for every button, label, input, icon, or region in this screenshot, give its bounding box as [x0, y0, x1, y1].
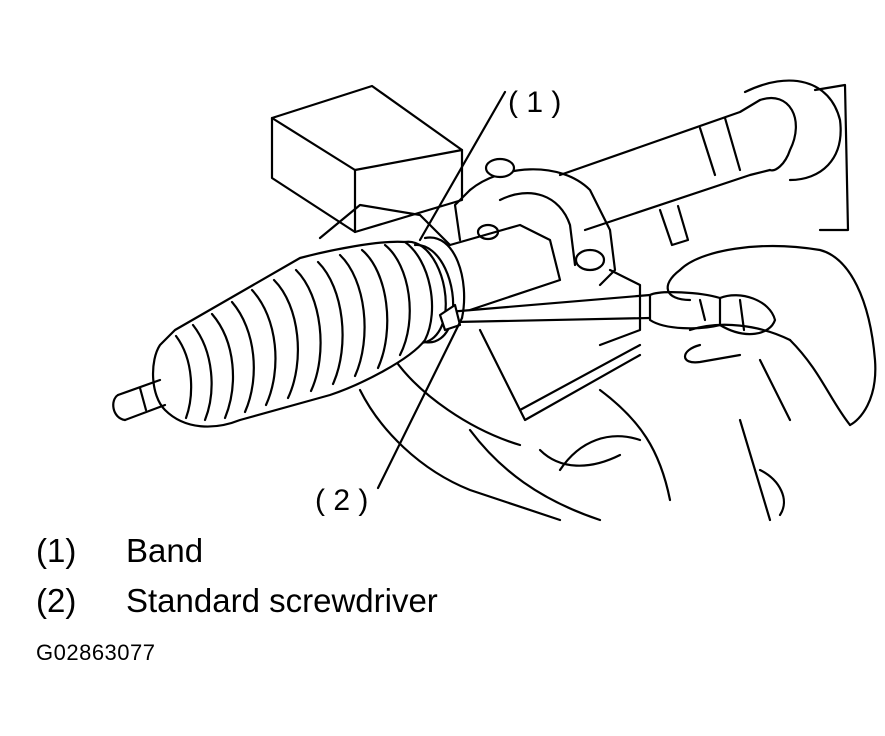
callout-1-label: ( 1 ) — [508, 86, 561, 119]
standard-screwdriver-part — [438, 291, 777, 336]
legend-label: Band — [126, 532, 204, 569]
legend-number: (1) — [36, 532, 77, 569]
callout-1-leader — [418, 90, 507, 242]
rack-housing — [270, 84, 464, 247]
rack-tube — [558, 79, 850, 247]
callout-2-leader — [376, 316, 464, 490]
hand — [666, 245, 877, 517]
bellows-boot — [151, 240, 434, 428]
steering-rack-boot-illustration: ( 1 ) ( 2 ) — [112, 79, 877, 522]
mounting-clamp — [453, 157, 642, 347]
legend-label: Standard screwdriver — [126, 582, 438, 619]
crossmember-frame — [358, 328, 772, 522]
tie-rod — [112, 378, 167, 422]
legend-number: (2) — [36, 582, 77, 619]
callout-2-label: ( 2 ) — [315, 484, 368, 517]
figure-id: G02863077 — [36, 640, 156, 665]
